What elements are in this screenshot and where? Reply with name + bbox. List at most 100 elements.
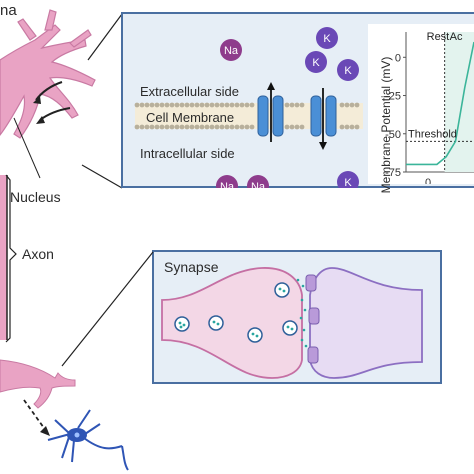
lipid-head (249, 124, 255, 130)
svg-text:Na: Na (251, 181, 266, 188)
arrowhead-icon (33, 96, 41, 104)
potassium-ion: K (305, 51, 327, 73)
axon (0, 175, 7, 340)
lipid-head (144, 124, 150, 130)
lipid-head (199, 124, 205, 130)
ion-channel-potassium (310, 88, 337, 150)
lipid-head (234, 124, 240, 130)
y-tick-label: 0 (395, 52, 401, 64)
svg-text:Na: Na (220, 181, 235, 188)
soma-label: na (0, 2, 17, 19)
soma-dendrites (0, 9, 96, 139)
sodium-ion: Na (216, 175, 238, 188)
lipid-head (284, 124, 290, 130)
axon-terminal (0, 359, 76, 409)
lipid-head (134, 124, 140, 130)
lipid-head (194, 124, 200, 130)
axon-label: Axon (22, 246, 54, 262)
lipid-head (344, 124, 350, 130)
membrane-potential-trace (406, 41, 474, 166)
lipid-head (149, 102, 155, 108)
arrowhead-icon (36, 116, 45, 124)
lipid-head (169, 102, 175, 108)
lipid-head (189, 102, 195, 108)
cell-membrane-bilayer (134, 102, 363, 130)
lipid-head (154, 124, 160, 130)
lipid-head (249, 102, 255, 108)
presynaptic-terminal (161, 267, 303, 379)
lipid-head (219, 102, 225, 108)
lipid-head (134, 102, 140, 108)
annotation-threshold: Threshold (408, 128, 457, 140)
lipid-head (239, 124, 245, 130)
svg-text:K: K (344, 65, 352, 77)
lipid-head (179, 102, 185, 108)
lipid-head (139, 102, 145, 108)
lipid-head (159, 102, 165, 108)
annotation-action: Ac (450, 31, 463, 43)
lipid-head (214, 124, 220, 130)
lipid-head (224, 102, 230, 108)
lipid-head (219, 124, 225, 130)
lipid-head (204, 124, 210, 130)
lipid-head (169, 124, 175, 130)
lipid-head (164, 124, 170, 130)
lipid-head (159, 124, 165, 130)
lipid-head (229, 124, 235, 130)
synapse-diagram (161, 267, 423, 379)
lipid-head (289, 124, 295, 130)
sodium-ion: Na (220, 39, 242, 61)
lipid-head (244, 102, 250, 108)
membrane-diagram: Na K K K Na Na K (134, 27, 363, 188)
lipid-head (184, 102, 190, 108)
lipid-head (204, 102, 210, 108)
receptor (307, 346, 319, 364)
lipid-head (164, 102, 170, 108)
dashed-arrow (23, 399, 45, 429)
receptor (305, 274, 317, 292)
potassium-ion: K (337, 59, 359, 81)
y-tick-label: -25 (385, 91, 401, 103)
nucleus-label: Nucleus (10, 189, 61, 205)
lipid-head (224, 124, 230, 130)
lipid-head (174, 124, 180, 130)
chart-ylabel: Membrane Potential (mV) (379, 56, 393, 194)
postsynaptic-terminal (309, 267, 423, 379)
lipid-head (154, 102, 160, 108)
pointer-to-membrane-panel (81, 164, 123, 189)
lipid-head (349, 124, 355, 130)
extracellular-label: Extracellular side (140, 84, 239, 99)
ion-channel-sodium (257, 82, 284, 142)
neurotransmitters (178, 278, 308, 348)
lipid-head (289, 102, 295, 108)
lipid-head (239, 102, 245, 108)
receptor (308, 307, 320, 325)
lipid-head (199, 102, 205, 108)
axon-brace (5, 174, 17, 343)
lipid-head (294, 102, 300, 108)
lipid-head (234, 102, 240, 108)
pointer-to-synapse-panel (61, 251, 154, 367)
y-tick-label: -50 (385, 129, 401, 141)
lipid-head (344, 102, 350, 108)
lipid-head (354, 102, 360, 108)
depolarization-region (444, 32, 474, 172)
svg-text:K: K (312, 57, 320, 69)
arrowhead-icon (40, 426, 50, 436)
nucleus-pointer-line (13, 117, 41, 179)
lipid-head (149, 124, 155, 130)
potassium-ion: K (316, 27, 338, 49)
neuron-illustration (0, 9, 129, 471)
lipid-head (194, 102, 200, 108)
svg-text:K: K (344, 177, 352, 188)
lipid-head (244, 124, 250, 130)
lipid-head (189, 124, 195, 130)
svg-text:K: K (323, 33, 331, 45)
lipid-head (214, 102, 220, 108)
svg-text:Na: Na (224, 45, 239, 57)
small-neuron (47, 409, 129, 471)
synapse-title: Synapse (164, 259, 219, 275)
cell-membrane-label: Cell Membrane (146, 110, 235, 125)
